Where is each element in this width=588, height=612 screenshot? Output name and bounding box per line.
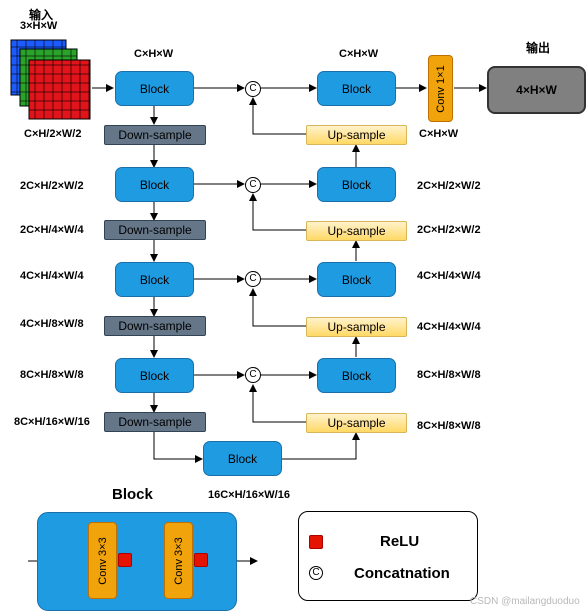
output-box: 4×H×W: [487, 66, 586, 114]
input-title: 输入: [29, 8, 54, 22]
detail-conv-1-label: Conv 3×3: [96, 536, 109, 585]
watermark: CSDN @mailangduoduo: [470, 596, 580, 607]
encoder-block-2: Block: [115, 167, 194, 202]
bottleneck-dims: 16C×H/16×W/16: [208, 489, 290, 501]
output-title: 输出: [526, 41, 551, 55]
up-sample-4: Up-sample: [306, 413, 407, 433]
encoder-block-4: Block: [115, 358, 194, 393]
decoder-block-2: Block: [317, 167, 396, 202]
detail-conv-2: Conv 3×3: [164, 522, 193, 599]
dec4-up-dims: 8C×H/8×W/8: [417, 420, 481, 432]
relu-icon-1: [118, 553, 132, 567]
after-conv-dims: C×H×W: [419, 128, 459, 140]
enc1-down-dims: C×H/2×W/2: [24, 128, 82, 140]
up-sample-2: Up-sample: [306, 221, 407, 241]
down-sample-2: Down-sample: [104, 220, 206, 240]
dec3-dims: 4C×H/4×W/4: [417, 270, 481, 282]
input-dims: 3×H×W: [20, 20, 58, 32]
top-left-dims: C×H×W: [134, 48, 174, 60]
legend-box: [298, 511, 478, 601]
legend-relu-icon: [309, 535, 323, 549]
legend-concat-icon: C: [309, 566, 323, 580]
up-sample-1: Up-sample: [306, 125, 407, 145]
detail-title: Block: [112, 486, 153, 503]
legend-concat-label: Concatnation: [354, 565, 450, 582]
decoder-block-4: Block: [317, 358, 396, 393]
concat-symbol-3: C: [249, 273, 257, 284]
enc2-dims: 2C×H/2×W/2: [20, 180, 84, 192]
dec3-up-dims: 4C×H/4×W/4: [417, 321, 481, 333]
down-sample-4: Down-sample: [104, 412, 206, 432]
enc4-dims: 8C×H/8×W/8: [20, 369, 84, 381]
input-tensor-image: [8, 38, 94, 122]
conv1x1-box: Conv 1×1: [428, 55, 453, 122]
decoder-block-3: Block: [317, 262, 396, 297]
relu-icon-2: [194, 553, 208, 567]
enc3-down-dims: 4C×H/8×W/8: [20, 318, 84, 330]
dec4-dims: 8C×H/8×W/8: [417, 369, 481, 381]
bottleneck-block: Block: [203, 441, 282, 476]
down-sample-1: Down-sample: [104, 125, 206, 145]
up-sample-3: Up-sample: [306, 317, 407, 337]
detail-conv-1: Conv 3×3: [88, 522, 117, 599]
legend-concat-symbol: C: [312, 567, 320, 578]
detail-conv-2-label: Conv 3×3: [172, 536, 185, 585]
concat-symbol-1: C: [249, 83, 257, 94]
encoder-block-1: Block: [115, 71, 194, 106]
concat-symbol-4: C: [249, 369, 257, 380]
concat-symbol-2: C: [249, 179, 257, 190]
top-right-dims: C×H×W: [339, 48, 379, 60]
legend-relu-label: ReLU: [380, 533, 420, 550]
conv1x1-label: Conv 1×1: [434, 64, 447, 113]
dec2-dims: 2C×H/2×W/2: [417, 180, 481, 192]
decoder-block-1: Block: [317, 71, 396, 106]
encoder-block-3: Block: [115, 262, 194, 297]
down-sample-3: Down-sample: [104, 316, 206, 336]
enc4-down-dims: 8C×H/16×W/16: [14, 416, 90, 428]
dec2-up-dims: 2C×H/2×W/2: [417, 224, 481, 236]
enc3-dims: 4C×H/4×W/4: [20, 270, 84, 282]
enc2-down-dims: 2C×H/4×W/4: [20, 224, 84, 236]
